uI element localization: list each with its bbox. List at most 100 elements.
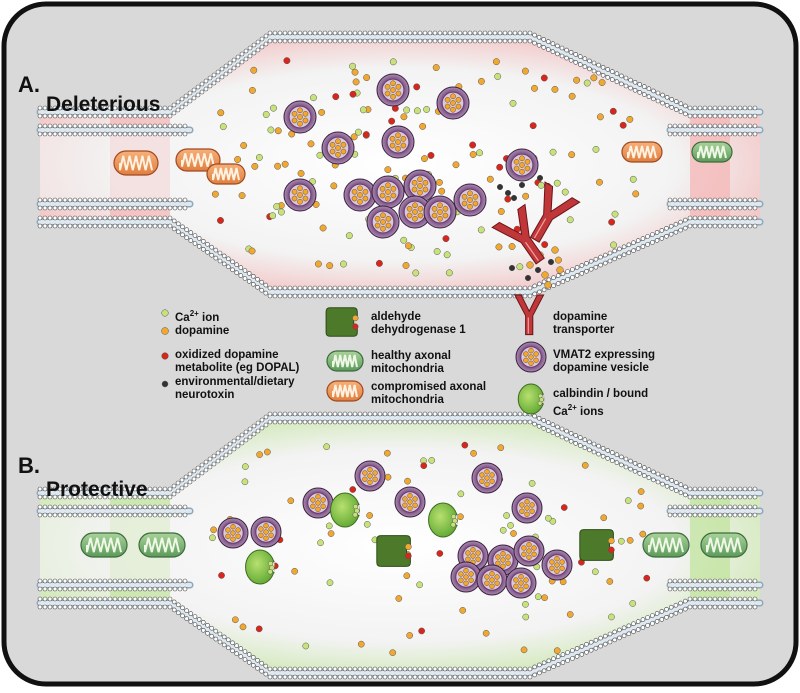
vesicle [283,100,317,134]
compromised-mitochondrion [175,148,221,172]
healthy-mitochondrion [80,532,128,558]
dopamine-molecule [492,58,500,66]
aldh-enzyme [325,307,359,337]
vesicle [450,561,482,593]
dopamine-molecule [469,151,477,158]
dopamine-molecule [248,86,256,94]
ca-ion [277,208,285,216]
vesicle [302,487,334,519]
oxidized-dopamine [375,259,383,267]
calbindin [245,549,275,585]
ca-ion [255,154,263,161]
dopamine-molecule [400,113,408,121]
dopamine-molecule [568,92,576,100]
dopamine-molecule [384,166,392,174]
vesicle [354,460,386,492]
dopamine-molecule [438,187,446,195]
dopamine-molecule [402,262,410,269]
compromised-mitochondrion [206,163,246,185]
dopamine-molecule [297,170,305,177]
dopamine-molecule [522,192,530,200]
dopamine-molecule [238,192,246,200]
healthy-mitochondrion [326,350,364,372]
ca-ion [433,248,441,255]
ca-ion [413,107,421,115]
dopamine-molecule [541,271,549,279]
dopamine-molecule [626,115,634,123]
ca-ion [611,210,619,218]
dopamine-molecule [363,74,371,82]
dopamine-icon [161,327,169,335]
panel-b-letter: B. [18,453,40,478]
ca-ion [476,149,483,157]
vesicle [541,549,573,581]
compromised-mitochondrion [326,380,364,402]
oxidized-dopamine [362,131,370,139]
axon-protective [36,411,764,680]
vesicle [343,178,377,212]
dopamine-molecule [314,260,322,268]
panel-a-letter: A. [18,72,40,97]
dopamine-molecule [495,243,503,251]
oxidized-dopamine [388,117,396,125]
oxidized-dopamine [609,107,617,115]
oxidized-dopamine [496,163,504,171]
dopamine-molecule [274,127,282,135]
ca-ion [359,106,367,114]
ca-ion [566,216,574,224]
dopamine-molecule [573,76,581,84]
dopamine-molecule [234,156,242,163]
ca-ion-icon [161,309,169,317]
ca-ion [477,226,485,234]
ca-ion [316,151,324,159]
vesicle [394,486,426,518]
dopamine-molecule [531,84,538,92]
neurotoxin [496,183,504,191]
aldh-enzyme [579,529,615,561]
ca-ion [349,62,357,70]
neurotoxin [547,258,555,266]
ca-ion [537,181,545,189]
healthy-mitochondrion [691,141,733,163]
dopamine-molecule [526,261,534,269]
oxidized-dopamine [283,57,291,65]
vesicle [371,175,405,209]
neurotoxin [504,189,512,197]
oxidized-dopamine [608,218,616,226]
dopamine-molecule [405,242,412,250]
ca-ion [403,106,411,114]
aldh-enzyme [376,535,412,567]
compromised-mitochondrion [113,150,159,176]
vesicle [505,567,537,599]
neurotoxin [508,264,516,272]
neurotoxin [510,194,518,202]
dopamine-molecule [421,155,428,163]
dopamine-transporter [529,181,581,243]
vesicle [381,125,415,159]
dopamine-molecule [351,68,359,76]
dopamine-molecule [435,178,443,186]
axon-deleterious [36,30,764,299]
oxidized-dopamine [504,195,512,203]
vesicle [453,183,487,217]
ca-ion [561,188,569,196]
ca-ion [355,128,362,136]
neurotoxin [524,274,532,282]
calbindin [330,492,360,528]
ca-ion [553,179,561,187]
ca-ion [610,241,617,249]
dopamine-molecule [551,85,559,93]
vesicle [471,462,503,494]
ca-ion [269,212,277,220]
ca-ion [509,99,517,107]
ca-ion [273,203,281,210]
ca-ion [412,269,420,277]
dopamine-molecule [318,108,326,116]
dopamine-molecule [251,162,259,170]
